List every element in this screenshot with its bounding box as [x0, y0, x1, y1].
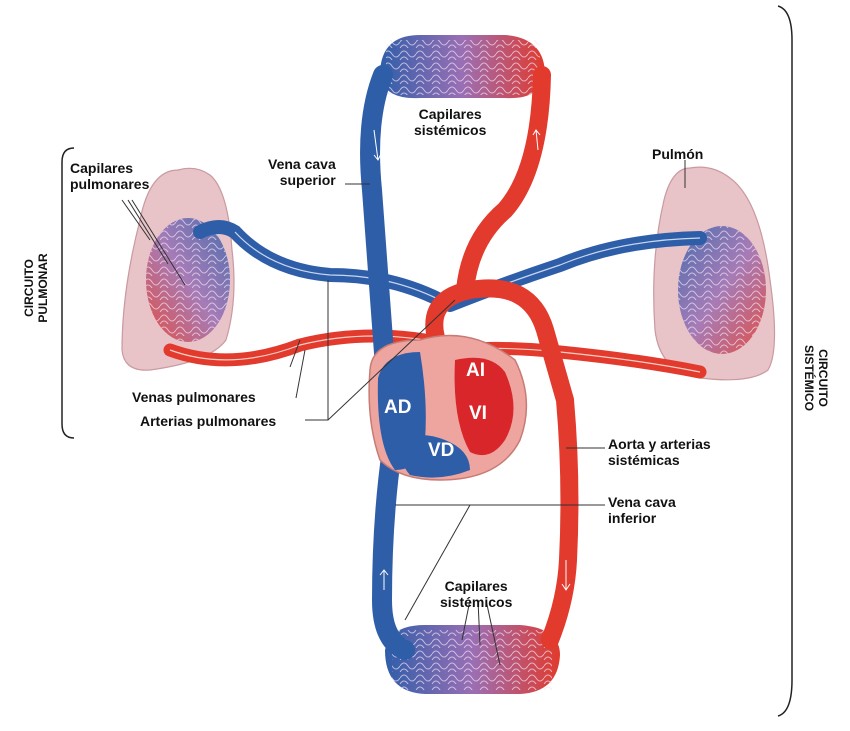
systemic-bracket [778, 6, 792, 716]
label-aorta-arterias: Aorta y arterias sistémicas [608, 436, 711, 468]
systemic-capillaries-bottom [385, 625, 560, 694]
chamber-ai: AI [466, 360, 485, 382]
chamber-vd: VD [428, 440, 454, 462]
inferior-vena-cava [382, 450, 405, 650]
label-capilares-sistemicos-top: Capilares sistémicos [414, 106, 486, 138]
pulmonary-artery-left [200, 227, 440, 300]
label-venas-pulmonares: Venas pulmonares [132, 389, 256, 405]
label-circuito-sistemico: CIRCUITO SISTÉMICO [802, 334, 830, 422]
label-pulmon: Pulmón [652, 146, 703, 162]
right-lung [654, 167, 775, 380]
chamber-vi: VI [469, 403, 487, 425]
label-capilares-pulmonares: Capilares pulmonares [70, 160, 149, 192]
systemic-capillaries-top [380, 35, 545, 98]
label-capilares-sistemicos-bottom: Capilares sistémicos [440, 578, 512, 610]
label-vena-cava-superior: Vena cava superior [268, 156, 336, 188]
label-vena-cava-inferior: Vena cava inferior [608, 494, 676, 526]
label-arterias-pulmonares: Arterias pulmonares [140, 413, 276, 429]
left-lung [122, 168, 234, 370]
label-circuito-pulmonar: CIRCUITO PULMONAR [22, 248, 50, 328]
chamber-ad: AD [384, 397, 411, 419]
